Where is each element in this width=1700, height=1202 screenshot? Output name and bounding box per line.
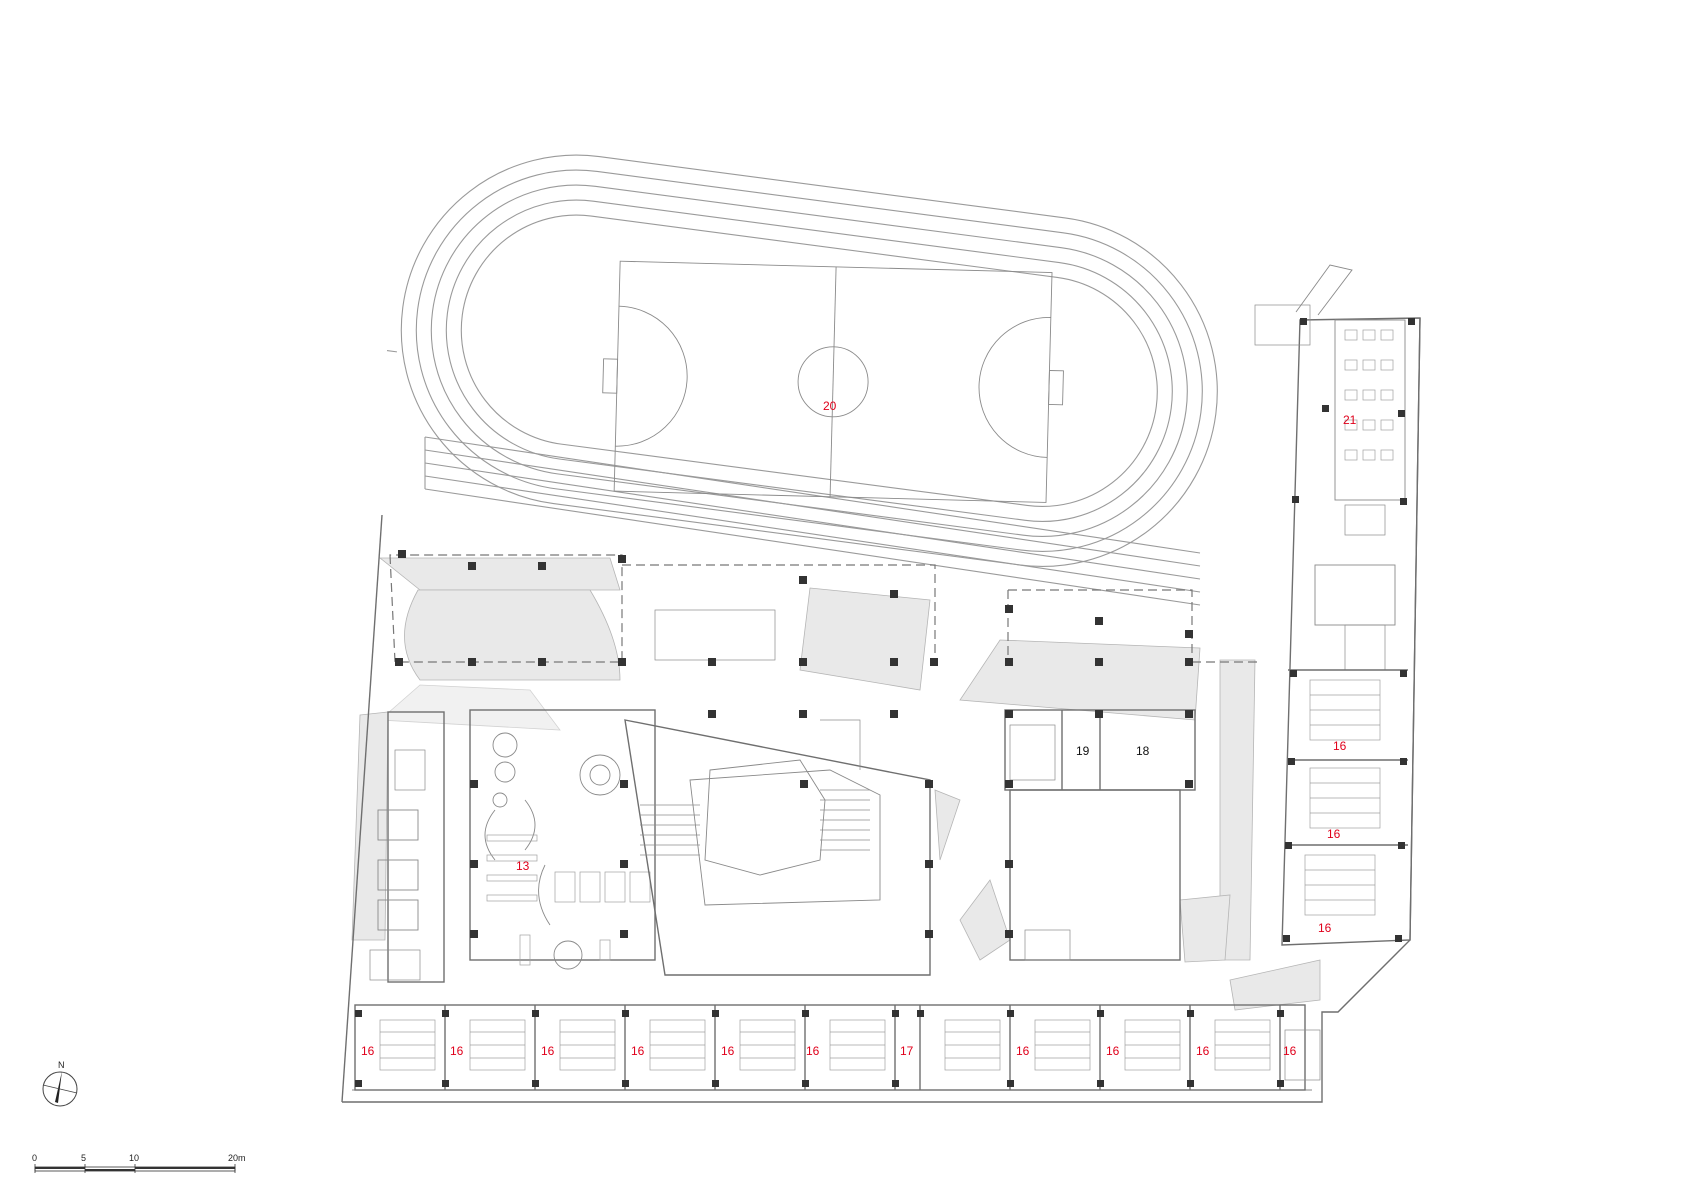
room-label-21: 21: [1343, 413, 1357, 427]
room-label-16-south-6: 16: [806, 1044, 820, 1058]
room-label-16-south-9: 16: [1196, 1044, 1210, 1058]
room-label-16-east-2: 16: [1327, 827, 1341, 841]
east-wing: [1254, 264, 1421, 946]
sports-track-straight-lanes: [424, 436, 1201, 606]
south-classroom-desks: [379, 1019, 1271, 1071]
room-label-18: 18: [1136, 744, 1150, 758]
running-track: [386, 154, 1218, 568]
room-label-16-south-8: 16: [1106, 1044, 1120, 1058]
room-label-13: 13: [516, 859, 530, 873]
room-label-16-south-10: 16: [1283, 1044, 1297, 1058]
room-label-16-south-5: 16: [721, 1044, 735, 1058]
room-label-16-east-3: 16: [1318, 921, 1332, 935]
football-field: [602, 260, 1064, 503]
room-label-16-south-3: 16: [541, 1044, 555, 1058]
room-label-16-east-1: 16: [1333, 739, 1347, 753]
room-label-19: 19: [1076, 744, 1090, 758]
room-label-16-south-7: 16: [1016, 1044, 1030, 1058]
library-block: [469, 709, 656, 970]
room-label-16-south-1: 16: [361, 1044, 375, 1058]
room-label-16-south-2: 16: [450, 1044, 464, 1058]
room-label-20: 20: [823, 399, 837, 413]
scale-tick-0: 0: [32, 1153, 37, 1163]
scale-tick-5: 5: [81, 1153, 86, 1163]
room-labels: 13 16 16 16 16 16 16 16 16 16 17 16 16 1…: [361, 399, 1357, 1058]
hall-block: [1004, 709, 1196, 961]
north-label: N: [58, 1060, 65, 1070]
structural-columns: [355, 318, 1415, 1087]
atrium-stairs: [640, 789, 870, 856]
south-classroom-row: [354, 1004, 1321, 1091]
room-label-16-south-4: 16: [631, 1044, 645, 1058]
north-arrow: N: [42, 1060, 78, 1107]
east-wing-desks: [1304, 329, 1394, 916]
west-service-block: [369, 711, 445, 983]
scale-bar: 0 5 10 20m: [32, 1153, 246, 1173]
room-label-17: 17: [900, 1044, 914, 1058]
north-arrow-icon: [55, 1071, 62, 1103]
landscape-areas: [351, 557, 1321, 1011]
central-atrium: [624, 609, 931, 976]
scale-tick-20m: 20m: [228, 1153, 246, 1163]
scale-tick-10: 10: [129, 1153, 139, 1163]
